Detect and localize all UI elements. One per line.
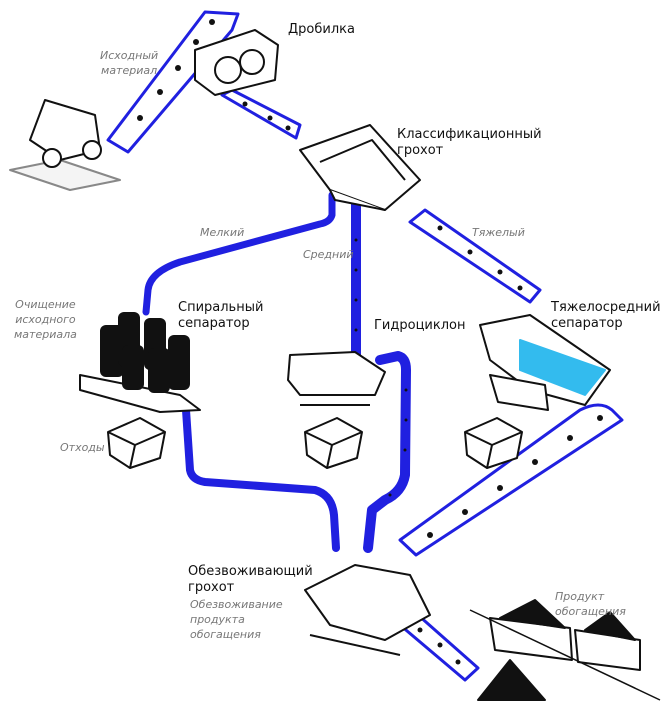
label-crusher: Дробилка: [288, 22, 355, 37]
label-feed: Исходный материал: [100, 48, 158, 78]
heavy-conveyor: [408, 208, 542, 304]
pipe-hydro-out: [363, 351, 411, 553]
spiral-separator: [79, 312, 201, 413]
label-tailings: Отходы: [60, 441, 105, 454]
classifier-screen: [299, 124, 421, 211]
label-line: Обезвоживающий: [188, 564, 313, 579]
dewatering-screen: [304, 564, 431, 656]
hydrocyclone: [287, 351, 386, 406]
label-cleaning: Очищение исходного материала: [14, 297, 77, 342]
label-line: Тяжелосредний: [551, 300, 661, 315]
pipe-spiral-out: [182, 406, 340, 552]
label-line: продукта: [190, 613, 245, 626]
label-hydrocyclone: Гидроциклон: [374, 318, 466, 333]
label-line: Очищение: [15, 298, 76, 311]
label-feed-line: Исходный: [100, 49, 159, 62]
label-product: Продукт обогащения: [555, 589, 626, 619]
label-line: исходного: [15, 313, 76, 326]
product-pile: [477, 659, 546, 701]
label-line: Продукт: [555, 590, 605, 603]
truck: [9, 99, 121, 191]
label-fine: Мелкий: [200, 226, 245, 239]
label-dewatering-sub: Обезвоживание продукта обогащения: [190, 597, 283, 642]
label-line: Спиральный: [178, 300, 264, 315]
label-line: обогащения: [190, 628, 261, 641]
label-feed-line: материал: [101, 64, 158, 77]
label-line: сепаратор: [178, 316, 250, 331]
label-line: грохот: [397, 143, 444, 158]
label-medium: Средний: [303, 248, 354, 261]
pipe-fine: [142, 191, 336, 316]
dense-medium-separator: [479, 314, 611, 411]
label-line: сепаратор: [551, 316, 623, 331]
label-line: Классификационный: [397, 127, 542, 142]
crusher: [194, 29, 279, 96]
label-line: обогащения: [555, 605, 626, 618]
label-line: материала: [14, 328, 77, 341]
label-line: Обезвоживание: [190, 598, 283, 611]
label-heavy: Тяжелый: [472, 226, 525, 239]
label-line: грохот: [188, 580, 235, 595]
rail-cars: [469, 599, 661, 701]
crusher-out-conveyor: [220, 88, 302, 140]
product-conveyor: [398, 403, 624, 557]
tailings-bin: [107, 417, 523, 469]
